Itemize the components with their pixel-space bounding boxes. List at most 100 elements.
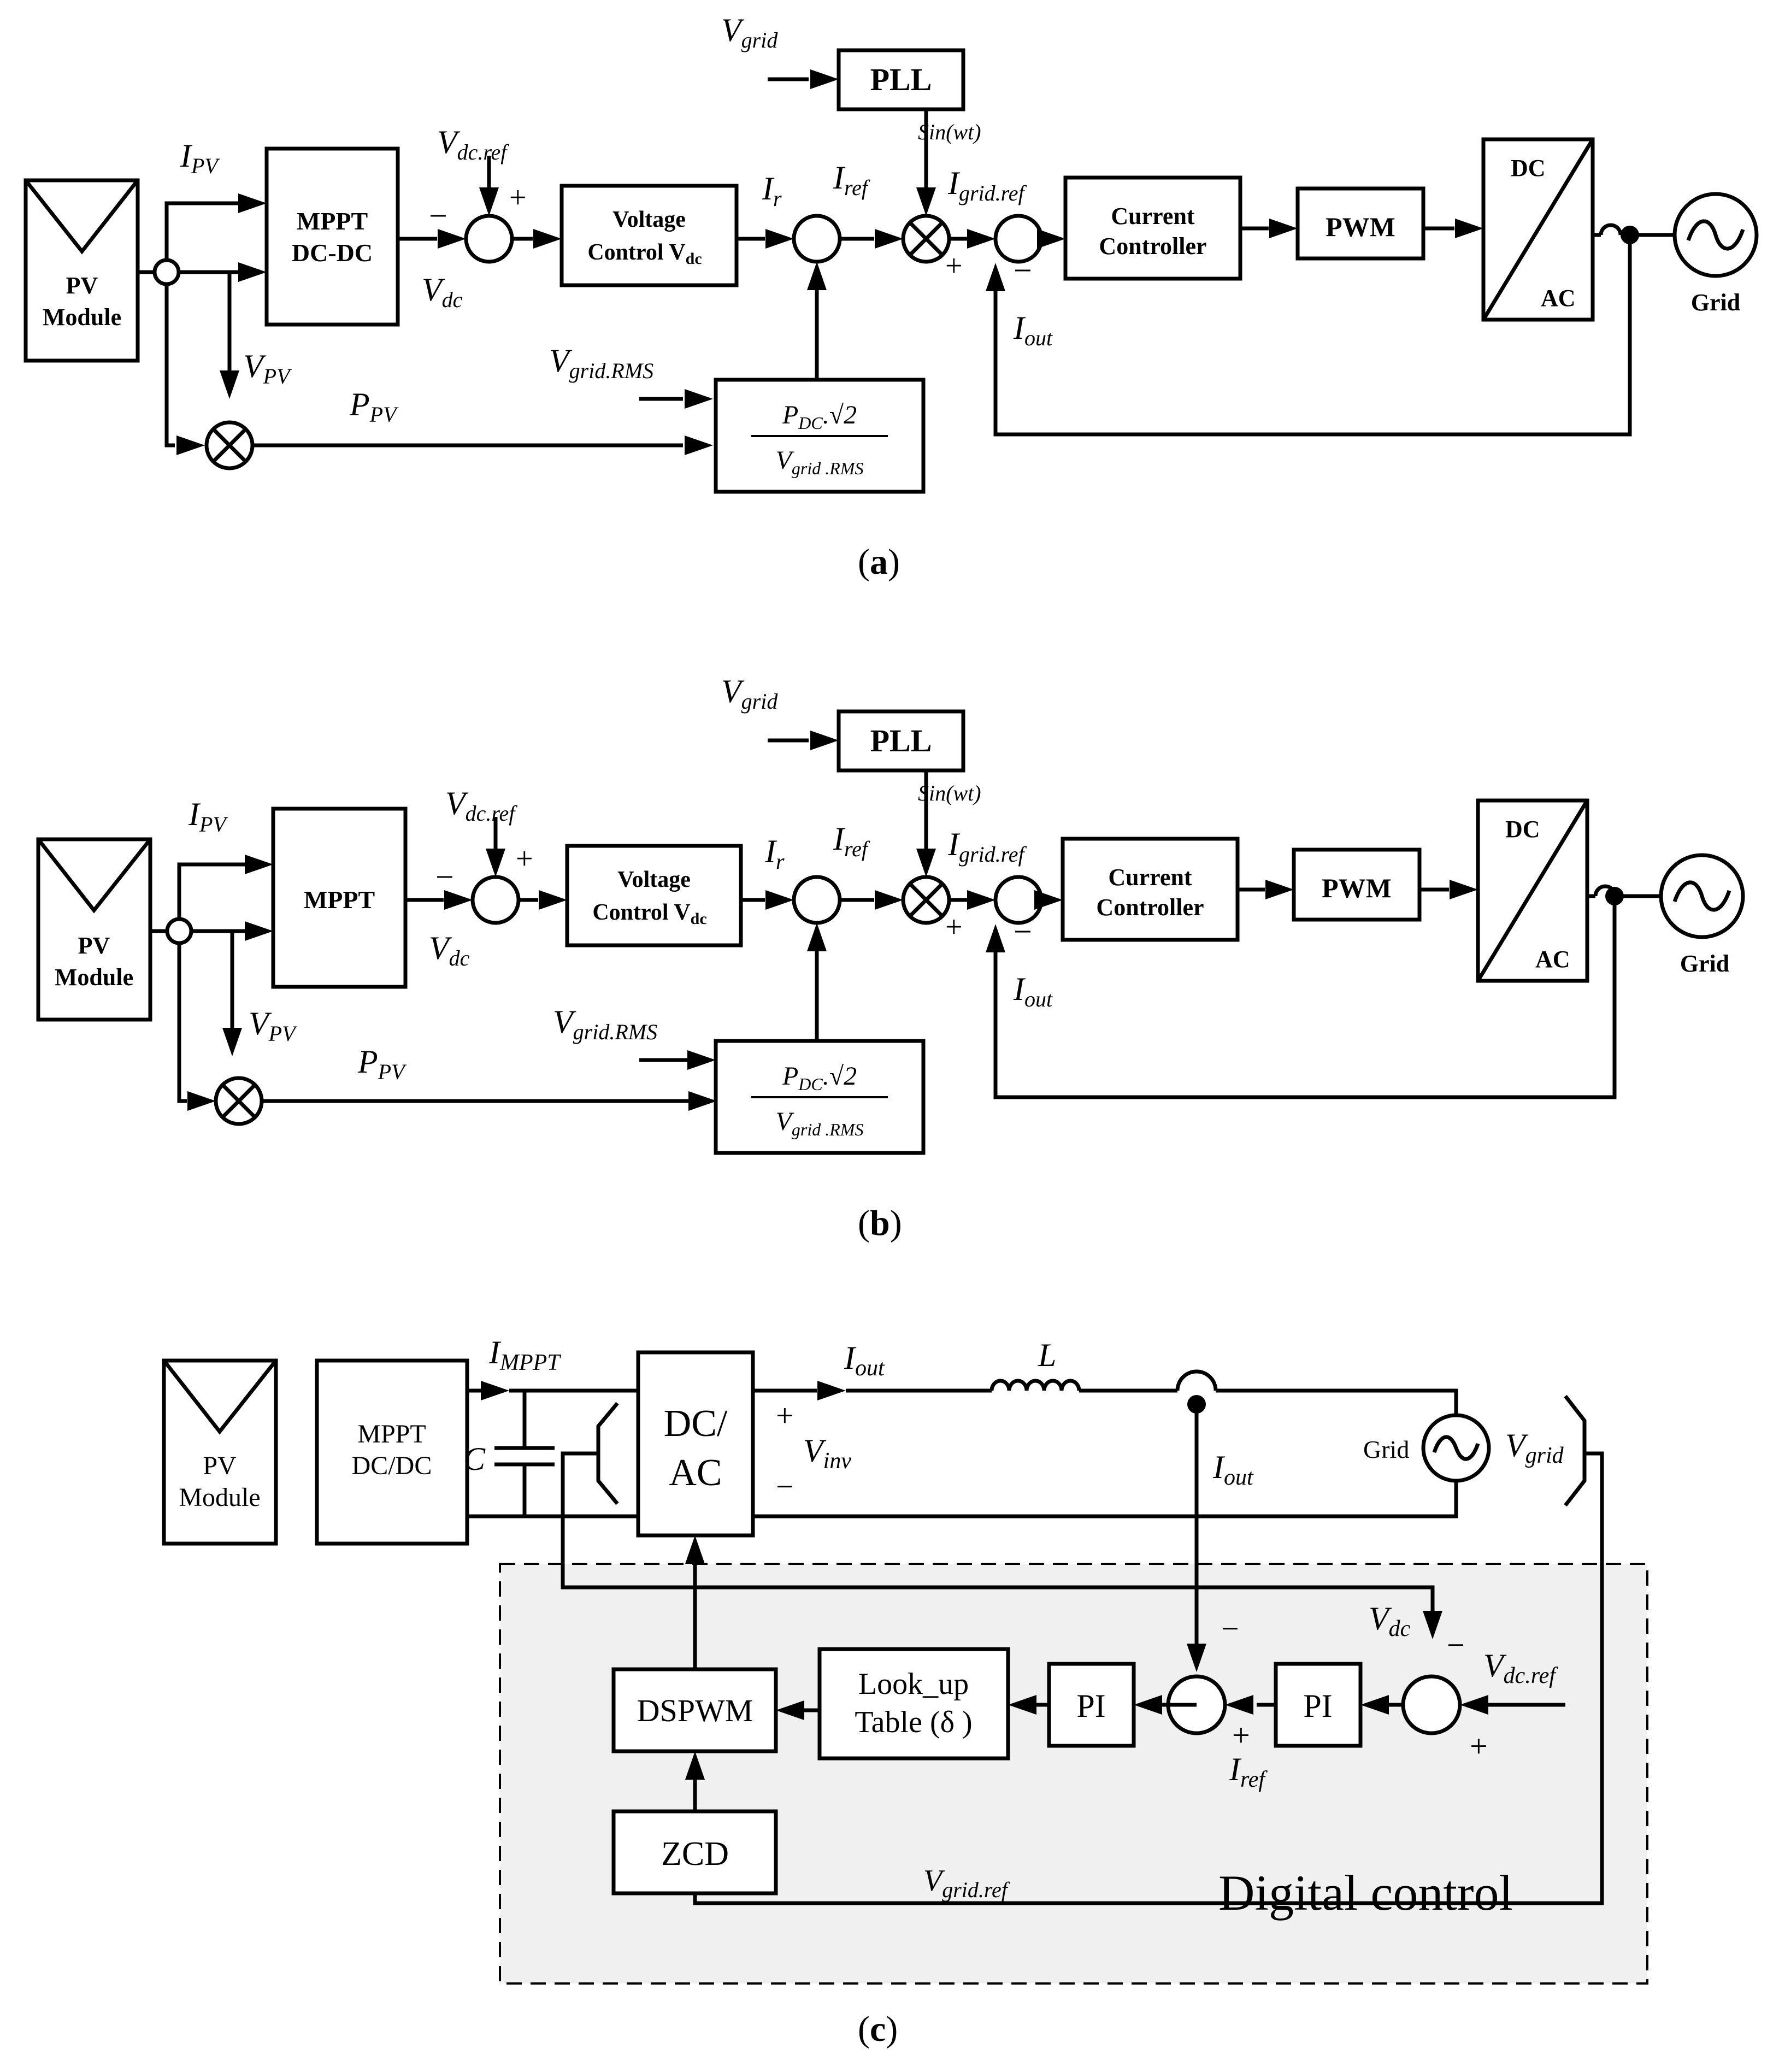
mppt-label-b: MPPT bbox=[304, 886, 375, 914]
pll-label-a: PLL bbox=[870, 62, 932, 97]
current-controller-block-b bbox=[1061, 837, 1240, 942]
junction-b bbox=[165, 917, 193, 945]
mppt-label-c-2: DC/DC bbox=[352, 1451, 432, 1480]
arrow-vdc-a bbox=[438, 229, 466, 249]
label-cap-c: C bbox=[463, 1441, 486, 1477]
label-inductor-c: L bbox=[1038, 1337, 1056, 1373]
label-vdcref-b: Vdc.ref bbox=[445, 785, 517, 826]
current-controller-block-a bbox=[1063, 175, 1242, 281]
dspwm-block-c bbox=[611, 1667, 778, 1753]
dcac-label-c: DC/ bbox=[664, 1403, 728, 1445]
label-vgridrms-a: Vgrid.RMS bbox=[549, 343, 653, 383]
pwm-label-b: PWM bbox=[1322, 873, 1392, 903]
sign-plus-c1: + bbox=[1470, 1728, 1488, 1764]
label-vdc-c: Vdc bbox=[1369, 1600, 1411, 1641]
pv-module-label-a-2: Module bbox=[43, 304, 121, 331]
label-vgrid-a: Vgrid bbox=[721, 12, 778, 52]
sign-plus-a3: + bbox=[945, 249, 963, 283]
diagram-c: PV Module MPPT DC/DC IMPPT C DC/ AC bbox=[162, 1334, 1648, 2049]
zcd-block-c bbox=[611, 1809, 778, 1896]
sign-minus-c1: − bbox=[1447, 1627, 1465, 1663]
pll-block-a bbox=[837, 48, 965, 111]
formula-numerator-b: PDC.√2 bbox=[782, 1062, 857, 1094]
label-ppv-a: PPV bbox=[349, 386, 399, 427]
sum-ir-a bbox=[792, 214, 842, 264]
label-ir-b: Ir bbox=[764, 833, 785, 874]
dcac-ac-label-b: AC bbox=[1535, 946, 1570, 973]
formula-denominator-a: Vgrid .RMS bbox=[776, 446, 864, 478]
diagram-b: PV Module IPV VPV PPV MPPT Vdc.ref + − V… bbox=[36, 673, 1745, 1243]
label-imppt-c: IMPPT bbox=[488, 1334, 561, 1375]
arrow-vdcref-a bbox=[479, 187, 499, 216]
formula-numerator-a: PDC.√2 bbox=[782, 401, 857, 433]
mppt-block-c bbox=[315, 1358, 469, 1546]
sum-vdc-a bbox=[464, 214, 514, 264]
label-vgrid-c: Vgrid bbox=[1505, 1427, 1564, 1468]
pll-block-b bbox=[837, 709, 965, 773]
label-vdcref-c: Vdc.ref bbox=[1483, 1647, 1558, 1688]
current-controller-label-b: Current bbox=[1108, 864, 1192, 891]
label-ipv-b: IPV bbox=[188, 796, 228, 837]
label-ppv-b: PPV bbox=[357, 1044, 407, 1084]
sum-vdc-b bbox=[470, 875, 521, 925]
sign-minus-a1: − bbox=[429, 198, 447, 234]
pwm-label-a: PWM bbox=[1326, 211, 1395, 242]
arrow-pll-a bbox=[916, 187, 936, 216]
arrow-vdc-c bbox=[1423, 1611, 1442, 1639]
pv-module-label-a: PV bbox=[66, 272, 98, 299]
dspwm-label-c: DSPWM bbox=[637, 1693, 753, 1728]
label-vdc-a: Vdc bbox=[422, 272, 463, 312]
mppt-block-b bbox=[271, 807, 408, 989]
pv-module-a: PV Module bbox=[23, 178, 140, 363]
sum-ir-b bbox=[792, 875, 842, 925]
current-controller-label-b-2: Controller bbox=[1096, 894, 1204, 921]
pwm-block-b bbox=[1292, 847, 1422, 922]
zcd-label-c: ZCD bbox=[661, 1835, 729, 1873]
arrow-zcd-up-c bbox=[685, 1751, 705, 1780]
sign-plus-a1: + bbox=[509, 181, 527, 215]
voltage-control-label-b: Voltage bbox=[617, 867, 691, 892]
sign-plus-vinv: + bbox=[776, 1398, 794, 1433]
dcac-block-c bbox=[636, 1350, 755, 1538]
sum-vdc-c bbox=[1401, 1674, 1462, 1735]
pv-module-label-c: PV bbox=[203, 1451, 237, 1480]
sign-minus-vinv: − bbox=[776, 1469, 794, 1504]
dcac-dc-label-b: DC bbox=[1505, 816, 1540, 843]
mppt-label-c: MPPT bbox=[357, 1420, 426, 1449]
voltage-control-label-b-2: Control Vdc bbox=[592, 900, 706, 928]
dcac-dc-label-a: DC bbox=[1511, 155, 1546, 181]
label-igridref-a: Igrid.ref bbox=[947, 165, 1027, 205]
pv-module-label-c-2: Module bbox=[179, 1483, 260, 1512]
sign-minus-c2: − bbox=[1221, 1611, 1239, 1646]
label-vgridrms-b: Vgrid.RMS bbox=[553, 1004, 657, 1044]
mppt-block-a bbox=[264, 146, 400, 327]
grid-label-b: Grid bbox=[1680, 950, 1729, 977]
sign-minus-a3: − bbox=[1014, 252, 1032, 289]
pwm-block-a bbox=[1295, 186, 1425, 261]
label-iref-c: Iref bbox=[1229, 1751, 1268, 1792]
pv-module-c bbox=[162, 1358, 278, 1546]
label-iout-a: Iout bbox=[1013, 310, 1053, 350]
caption-a: (a) bbox=[858, 542, 900, 582]
arrow-iout-c bbox=[817, 1381, 846, 1400]
dcac-ac-label-a: AC bbox=[1541, 285, 1576, 311]
label-vpv-a: VPV bbox=[243, 348, 292, 388]
inductor-c bbox=[989, 1379, 1081, 1391]
diagram-a: PV Module IPV VPV PPV MPPT DC-DC Vdc.ref… bbox=[23, 12, 1759, 582]
voltage-control-label-a: Voltage bbox=[612, 207, 686, 232]
voltage-control-label-a-2: Control Vdc bbox=[587, 240, 702, 268]
caption-b: (b) bbox=[858, 1203, 902, 1243]
label-vgrid-b: Vgrid bbox=[721, 673, 778, 714]
sign-plus-b1: + bbox=[516, 842, 533, 876]
voltage-control-block-b bbox=[565, 844, 743, 947]
mppt-label-a-2: DC-DC bbox=[292, 239, 373, 267]
pi-label-1-c: PI bbox=[1076, 1688, 1105, 1724]
pi-block-2-c bbox=[1274, 1662, 1363, 1748]
arrow-ipv-a bbox=[238, 193, 267, 213]
sign-minus-b3: − bbox=[1014, 914, 1032, 950]
lookup-table-block-c bbox=[817, 1647, 1010, 1761]
label-vdc-b: Vdc bbox=[429, 930, 470, 970]
formula-denominator-b: Vgrid .RMS bbox=[776, 1107, 864, 1139]
